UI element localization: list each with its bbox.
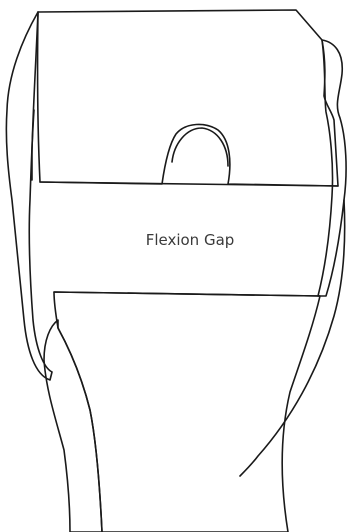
left-outline: [6, 12, 52, 380]
femur-cut-line: [40, 182, 338, 186]
right-outline: [240, 200, 345, 476]
tibia-cut-line: [54, 292, 320, 296]
femoral-notch: [172, 128, 228, 166]
fibula: [44, 320, 102, 532]
patella-rim: [318, 40, 346, 296]
femur: [38, 10, 338, 186]
tibia: [54, 292, 320, 532]
flexion-gap-label: Flexion Gap: [146, 231, 235, 249]
